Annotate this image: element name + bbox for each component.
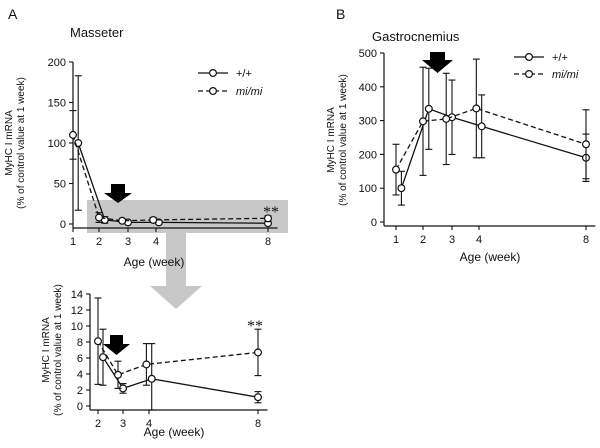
- y-tick-label: 50: [54, 179, 66, 191]
- y-tick-label: 12: [71, 305, 83, 317]
- x-tick-label: 1: [70, 236, 76, 248]
- weaning-arrow-masseter: [104, 184, 132, 203]
- y-tick-label: 100: [359, 183, 377, 195]
- legend-label: mi/mi: [236, 86, 263, 98]
- x-tick-label: 8: [265, 236, 271, 248]
- x-axis-label: Age (week): [124, 255, 185, 269]
- data-point-mi-mi: [68, 130, 77, 139]
- y-tick-label: 14: [71, 289, 83, 301]
- panel-label-a: A: [8, 6, 18, 22]
- x-tick-label: 2: [420, 234, 426, 246]
- series-line-mi-mi: [395, 107, 587, 170]
- y-tick-label: 200: [48, 57, 66, 69]
- series-line-wild-type: [102, 356, 259, 398]
- data-point-mi-mi: [264, 214, 273, 223]
- x-tick-label: 4: [146, 418, 152, 430]
- data-point-mi-mi: [118, 216, 127, 225]
- y-tick-label: 0: [60, 219, 66, 231]
- legend-label: +/+: [236, 68, 252, 80]
- data-point-mi-mi: [94, 213, 103, 222]
- data-point-mi-mi: [254, 348, 263, 357]
- data-point-wild-type: [477, 122, 486, 131]
- y-axis-label-line2: (% of control value at 1 week): [338, 74, 349, 206]
- data-point-wild-type: [397, 184, 406, 193]
- y-tick-label: 6: [77, 353, 83, 365]
- x-tick-label: 4: [153, 236, 159, 248]
- weaning-arrow-gastrocnemius: [422, 52, 453, 73]
- weaning-arrow-zoom: [103, 335, 130, 355]
- x-tick-label: 2: [96, 236, 102, 248]
- y-tick-label: 10: [71, 321, 83, 333]
- panel-label-b: B: [336, 6, 345, 22]
- x-axis-label: Age (week): [144, 425, 205, 439]
- data-point-mi-mi: [113, 370, 122, 379]
- data-point-mi-mi: [392, 165, 401, 174]
- data-point-wild-type: [98, 353, 107, 362]
- x-tick-label: 1: [393, 234, 399, 246]
- y-axis-label-line2: (% of control value at 1 week): [16, 77, 27, 209]
- data-point-mi-mi: [93, 337, 102, 346]
- x-tick-label: 8: [583, 234, 589, 246]
- data-point-mi-mi: [472, 104, 481, 113]
- x-tick-label: 8: [255, 418, 261, 430]
- data-point-mi-mi: [419, 117, 428, 126]
- chart-title-gastrocnemius: Gastrocnemius: [372, 29, 460, 44]
- x-tick-label: 2: [95, 418, 101, 430]
- legend-marker: [209, 86, 218, 95]
- x-tick-label: 4: [476, 234, 482, 246]
- data-point-wild-type: [424, 104, 433, 113]
- y-axis-label-line1: MyHC I mRNA: [4, 110, 15, 176]
- chart-title-masseter: Masseter: [70, 25, 124, 40]
- y-axis-label-line1: MyHC I mRNA: [326, 107, 337, 173]
- significance-marker: **: [247, 318, 263, 335]
- y-tick-label: 400: [359, 82, 377, 94]
- y-axis-label-line2: (% of control value at 1 week): [53, 284, 64, 416]
- y-tick-label: 0: [371, 217, 377, 229]
- significance-marker: **: [263, 204, 279, 221]
- series-line-mi-mi: [97, 340, 259, 376]
- legend-marker: [524, 52, 533, 61]
- x-axis-label: Age (week): [460, 250, 521, 264]
- y-axis-label-line1: MyHC I mRNA: [41, 317, 52, 383]
- data-point-wild-type: [254, 393, 263, 402]
- x-tick-label: 3: [125, 236, 131, 248]
- y-tick-label: 300: [359, 116, 377, 128]
- legend-label: mi/mi: [552, 69, 579, 81]
- x-tick-label: 3: [449, 234, 455, 246]
- y-tick-label: 100: [48, 138, 66, 150]
- legend-marker: [524, 69, 533, 78]
- zoom-connector-arrow: [150, 233, 202, 309]
- y-tick-label: 8: [77, 337, 83, 349]
- data-point-wild-type: [147, 374, 156, 383]
- y-tick-label: 500: [359, 48, 377, 60]
- data-point-mi-mi: [149, 215, 158, 224]
- legend-marker: [209, 68, 218, 77]
- data-point-mi-mi: [142, 360, 151, 369]
- y-tick-label: 2: [77, 385, 83, 397]
- data-point-mi-mi: [442, 114, 451, 123]
- y-tick-label: 4: [77, 369, 83, 381]
- y-tick-label: 200: [359, 149, 377, 161]
- x-tick-label: 3: [120, 418, 126, 430]
- series-line-mi-mi: [72, 134, 269, 222]
- y-tick-label: 0: [77, 401, 83, 413]
- data-point-mi-mi: [581, 140, 590, 149]
- legend-label: +/+: [552, 52, 568, 64]
- y-tick-label: 150: [48, 98, 66, 110]
